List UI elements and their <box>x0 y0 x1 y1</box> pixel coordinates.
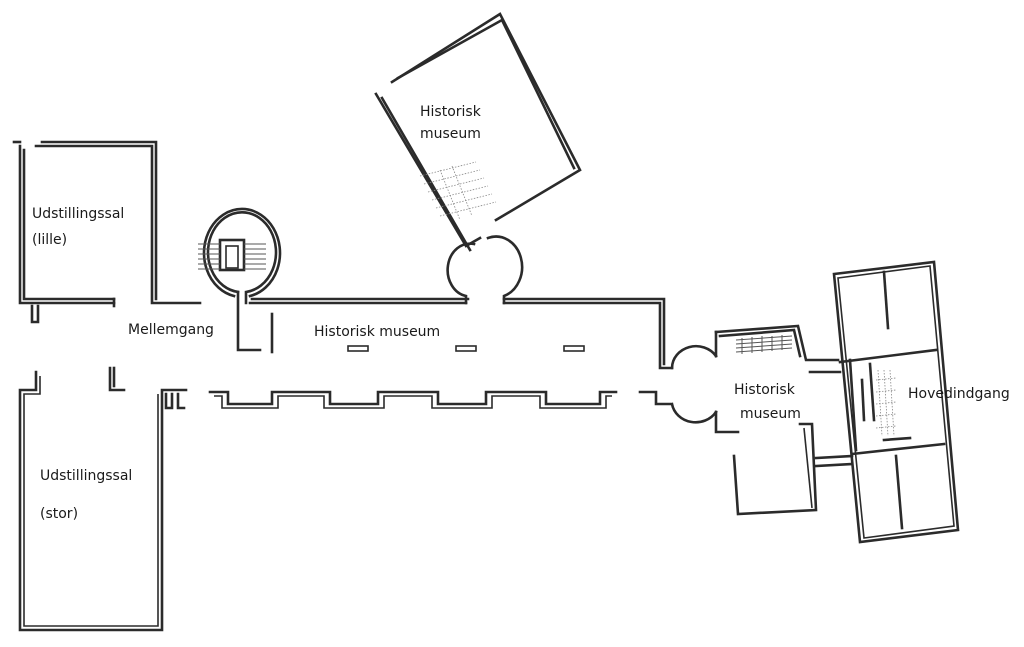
main-corridor-walls <box>208 297 674 409</box>
small-hall-line1: Udstillingssal <box>32 206 125 222</box>
label-corridor: Mellemgang <box>128 320 214 340</box>
upper-museum-line1: Historisk <box>420 104 481 120</box>
large-hall-line2: (stor) <box>40 506 79 522</box>
museum-corridor-text: Historisk museum <box>314 324 441 340</box>
large-exhibition-hall-walls <box>18 366 188 632</box>
corridor-text: Mellemgang <box>128 322 214 338</box>
label-small-exhibition-hall: Udstillingssal (lille) <box>32 204 124 250</box>
entrance-text: Hovedindgang <box>908 386 1010 402</box>
label-large-exhibition-hall: Udstillingssal (stor) <box>40 466 132 524</box>
upper-museum-walls <box>374 12 582 305</box>
label-main-entrance: Hovedindgang <box>908 384 1010 404</box>
large-hall-line1: Udstillingssal <box>40 468 133 484</box>
small-exhibition-hall-walls <box>12 140 202 324</box>
label-museum-corridor: Historisk museum <box>314 322 440 342</box>
right-museum-walls <box>714 324 854 516</box>
label-right-museum: Historisk museum <box>734 380 801 424</box>
right-museum-line2: museum <box>740 406 801 422</box>
small-hall-line2: (lille) <box>32 232 68 248</box>
link-rotunda <box>670 344 718 424</box>
entrance-block-walls <box>832 260 960 544</box>
right-museum-line1: Historisk <box>734 382 795 398</box>
label-upper-museum: Historisk museum <box>420 102 481 144</box>
round-stair-tower <box>198 207 282 352</box>
upper-museum-line2: museum <box>420 126 481 142</box>
